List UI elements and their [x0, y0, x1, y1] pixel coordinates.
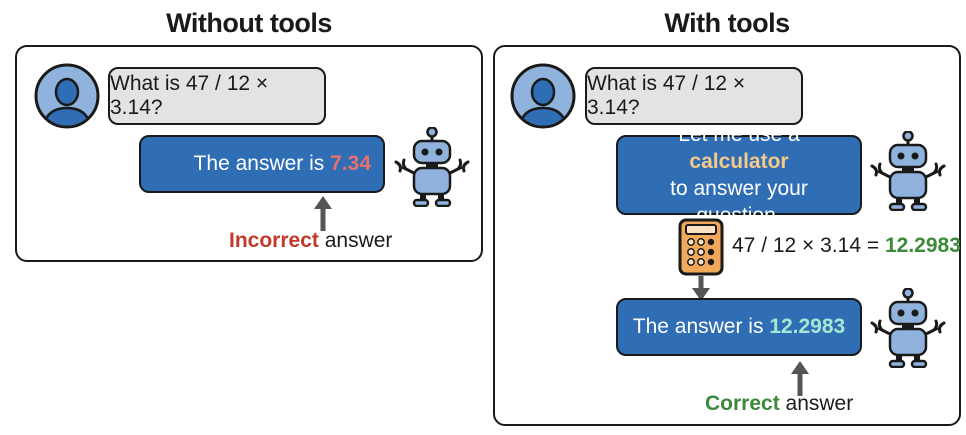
user-question-bubble: What is 47 / 12 × 3.14? — [108, 67, 326, 125]
calculator-icon — [678, 218, 724, 276]
calculator-equation: 47 / 12 × 3.14 = 12.2983 — [732, 234, 961, 257]
robot-icon — [394, 127, 470, 207]
tool-call-bubble: Let me use a calculator to answer your q… — [616, 123, 862, 227]
assistant-answer-bubble: The answer is 12.2983 — [616, 298, 862, 356]
arrow-up-icon — [791, 361, 809, 396]
incorrect-value: 7.34 — [330, 152, 371, 175]
assistant-answer-bubble: The answer is 7.34 — [139, 135, 385, 193]
with-tools-heading: With tools — [664, 8, 790, 38]
correct-value: 12.2983 — [769, 315, 846, 338]
user-icon — [509, 62, 577, 130]
robot-icon — [870, 131, 946, 211]
answer-text: The answer is 12.2983 — [632, 315, 846, 338]
without-tools-heading: Without tools — [166, 8, 332, 38]
arrow-up-icon — [314, 196, 332, 231]
robot-icon — [870, 288, 946, 368]
user-icon — [33, 62, 101, 130]
equation-result: 12.2983 — [884, 234, 961, 257]
user-question-bubble: What is 47 / 12 × 3.14? — [585, 67, 803, 125]
arrow-down-icon — [692, 276, 710, 301]
answer-text: The answer is 7.34 — [193, 152, 371, 175]
correct-caption: Correct answer — [705, 392, 854, 415]
question-text: What is 47 / 12 × 3.14? — [110, 72, 269, 119]
calculator-keyword: calculator — [689, 150, 789, 173]
incorrect-caption: Incorrect answer — [229, 229, 393, 252]
question-text: What is 47 / 12 × 3.14? — [587, 72, 746, 119]
